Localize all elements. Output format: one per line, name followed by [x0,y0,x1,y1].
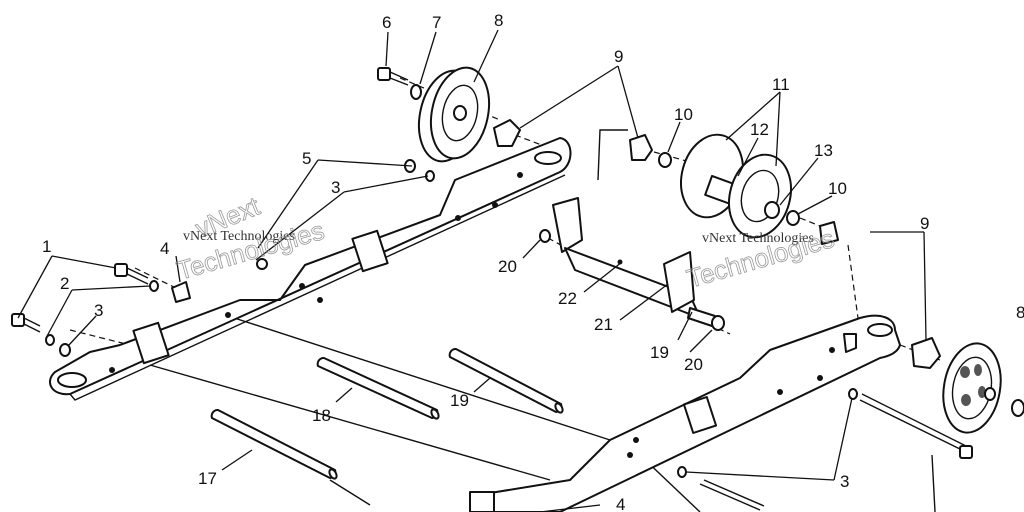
long-bolts [699,393,973,511]
washers [404,152,858,478]
leader-lines [17,29,927,512]
callout-3-left: 3 [94,301,103,320]
callout-9-top: 9 [614,47,623,66]
callout-11: 11 [772,75,790,94]
bolt-6 [377,67,422,100]
callout-22: 22 [558,289,577,308]
callout-4-bottom: 4 [616,495,625,512]
callout-19-axle: 19 [650,343,669,362]
callout-10-right: 10 [828,179,847,198]
callout-13: 13 [814,141,833,160]
callout-12: 12 [750,120,769,139]
callout-20-bottom: 20 [684,355,703,374]
dual-wheel-assembly [680,133,792,239]
watermark-right-main: vNext Technologies [702,231,814,246]
callout-4-left: 4 [160,239,169,258]
cross-shafts [210,348,564,480]
callout-3-top: 3 [331,178,340,197]
left-side-rail [49,137,572,401]
callout-7: 7 [432,13,441,32]
watermark-left-main: vNext Technologies [183,229,295,244]
callout-3-bottom: 3 [840,472,849,491]
wheel-right [942,342,1024,434]
right-side-rail [469,314,901,512]
callout-6: 6 [382,13,391,32]
callout-20-top: 20 [498,257,517,276]
callout-17: 17 [198,469,217,488]
callout-2: 2 [60,274,69,293]
callout-19-shaft: 19 [450,391,469,410]
wheel-left [417,66,491,163]
callout-8-top: 8 [494,11,503,30]
callout-9-right: 9 [920,214,929,233]
bolts-left [11,258,268,357]
callouts: 6 7 8 9 11 12 10 13 10 5 3 1 4 2 3 20 22… [42,11,1024,512]
callout-8-right: 8 [1016,303,1024,322]
callout-5: 5 [302,149,311,168]
axle-assembly [552,197,716,327]
bushing-9 [493,119,941,369]
callout-10-top: 10 [674,105,693,124]
callout-1: 1 [42,237,51,256]
callout-18: 18 [312,406,331,425]
callout-21: 21 [594,315,613,334]
